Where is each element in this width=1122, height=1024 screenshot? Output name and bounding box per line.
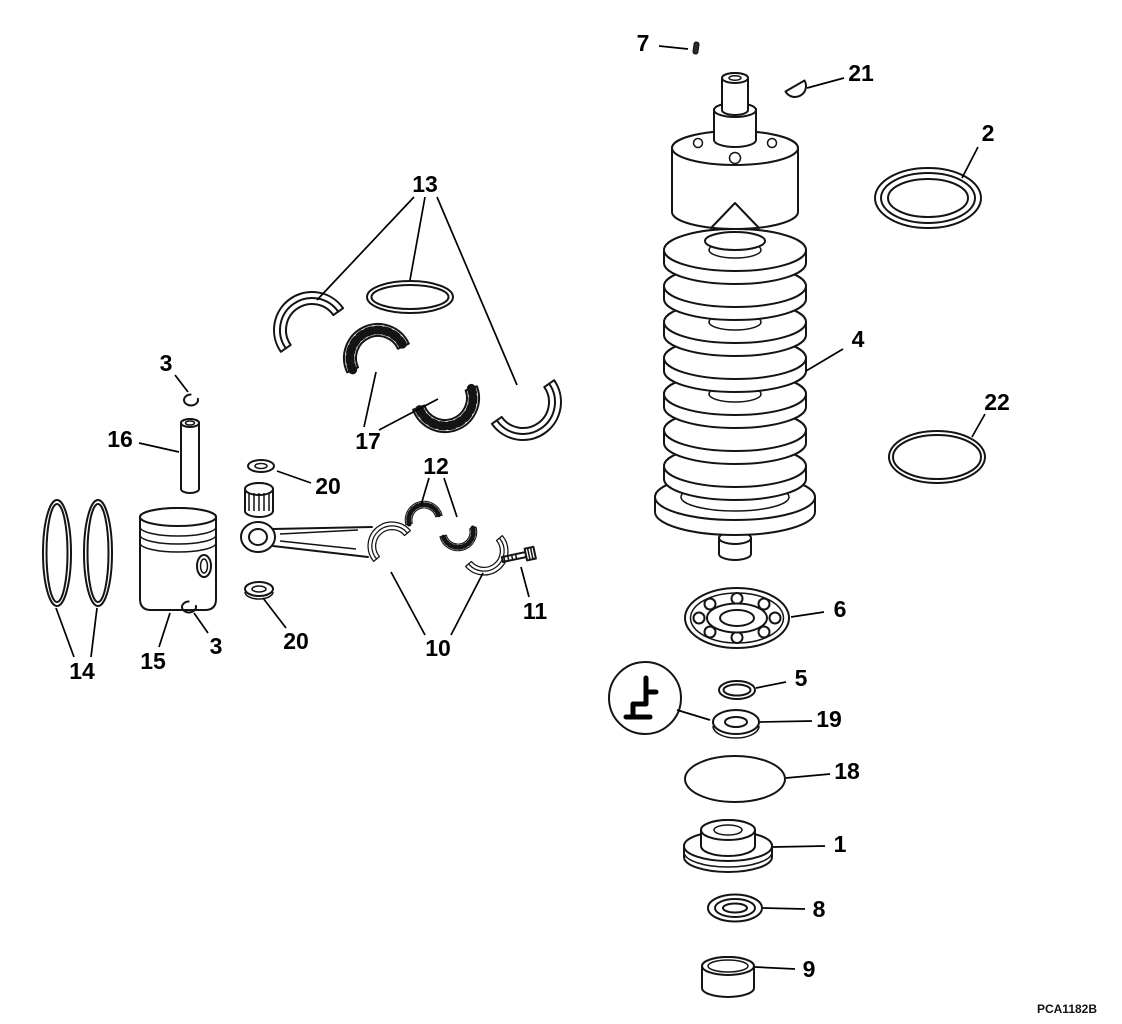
part-20-washer-cage-upper: [244, 459, 275, 518]
callout-2: 2: [982, 120, 995, 146]
leader-3: [193, 612, 209, 634]
part-22-o-ring: [888, 430, 986, 484]
part-15-piston: [139, 507, 217, 611]
leader-21: [806, 77, 845, 89]
part-5-ring: [718, 680, 756, 700]
callout-21: 21: [848, 60, 874, 86]
part-14-piston-rings: [42, 499, 113, 607]
part-19-washer: [712, 709, 760, 739]
leader-12: [420, 477, 430, 506]
leader-20: [262, 597, 287, 629]
part-10-connecting-rod: [240, 511, 519, 586]
special-tool-symbol: [608, 661, 682, 735]
leader-9: [754, 966, 796, 970]
part-3-clip-top: [183, 393, 199, 407]
callout-20: 20: [283, 628, 309, 654]
part-code: PCA1182B: [1037, 1002, 1097, 1016]
leader-14: [55, 607, 75, 658]
callout-18: 18: [834, 758, 860, 784]
leader-3: [174, 374, 189, 393]
leader-13: [316, 196, 415, 301]
leader-14: [90, 607, 98, 658]
leader-10: [390, 571, 426, 636]
part-7-pin: [692, 41, 700, 55]
callout-9: 9: [803, 956, 816, 982]
callout-1: 1: [834, 831, 847, 857]
callout-8: 8: [813, 896, 826, 922]
part-21-woodruff-key: [784, 79, 807, 98]
callout-6: 6: [834, 596, 847, 622]
callout-19: 19: [816, 706, 842, 732]
part-20-washer-lower: [244, 581, 274, 600]
part-12-rod-needle-cages: [401, 497, 481, 555]
part-4-crankshaft: [654, 72, 816, 561]
leader-13: [409, 196, 426, 281]
callout-5: 5: [795, 665, 808, 691]
callout-7: 7: [637, 30, 650, 56]
callout-15: 15: [140, 648, 166, 674]
leader-19: [759, 720, 813, 723]
leader-12: [443, 477, 458, 518]
leader-17: [363, 371, 377, 428]
part-3-clip-bottom: [181, 600, 197, 614]
leader-4: [805, 348, 844, 372]
leader-16: [138, 442, 180, 453]
leader-10: [450, 572, 484, 636]
leader-20: [276, 470, 312, 484]
leader-22: [971, 413, 986, 438]
callout-17: 17: [355, 428, 381, 454]
callout-4: 4: [852, 326, 865, 352]
part-8-oil-seal: [707, 893, 763, 923]
callout-22: 22: [984, 389, 1010, 415]
part-6-ball-bearing: [684, 587, 790, 649]
callout-14: 14: [69, 658, 95, 684]
leader-tool-symbol: [676, 709, 711, 721]
leader-13: [436, 196, 518, 386]
part-2-seal-ring: [874, 167, 982, 229]
leader-8: [762, 907, 806, 910]
callout-10: 10: [425, 635, 451, 661]
callout-20: 20: [315, 473, 341, 499]
part-1-seal-housing: [683, 819, 773, 873]
leader-11: [520, 566, 530, 598]
part-13-main-bearing-set: [258, 276, 577, 456]
leader-1: [772, 845, 826, 848]
callout-16: 16: [107, 426, 133, 452]
part-11-rod-bolt: [500, 545, 537, 563]
callout-13: 13: [412, 171, 438, 197]
callout-3: 3: [210, 633, 223, 659]
leader-5: [755, 681, 787, 689]
leader-2: [961, 146, 979, 179]
leader-6: [790, 611, 825, 618]
part-16-piston-pin: [180, 418, 200, 494]
part-18-o-ring: [684, 755, 786, 803]
leader-18: [785, 773, 831, 779]
part-17-needle-cages: [333, 313, 489, 442]
leader-15: [158, 612, 171, 648]
leader-17: [378, 398, 439, 431]
part-9-bushing: [701, 956, 755, 998]
leader-lines: [55, 45, 986, 970]
callout-11: 11: [523, 598, 548, 624]
callout-12: 12: [423, 453, 449, 479]
callout-3: 3: [160, 350, 173, 376]
leader-7: [658, 45, 689, 50]
